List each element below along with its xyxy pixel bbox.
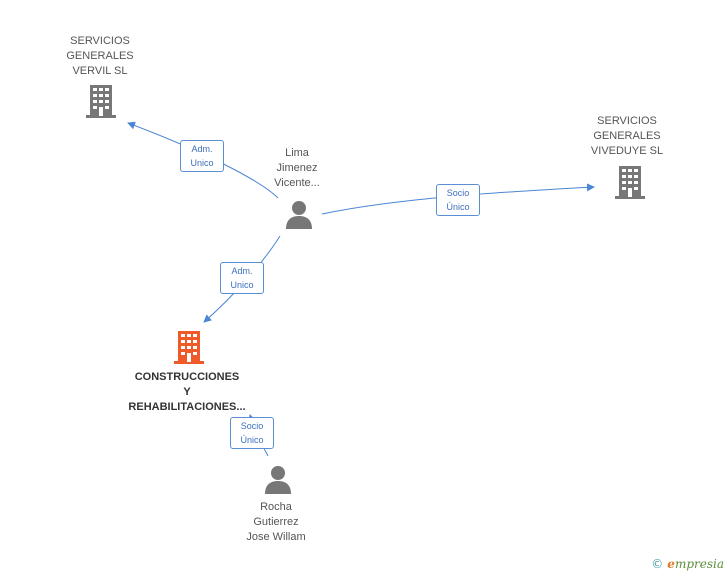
label-line: Jimenez xyxy=(276,162,318,174)
edge-label-lima-construcciones[interactable]: Adm. Unico xyxy=(220,262,264,294)
label-line: VIVEDUYE SL xyxy=(590,145,664,157)
label-line: Lima xyxy=(285,147,309,159)
edge-label-line: Socio xyxy=(446,188,470,198)
empresia-watermark: ©empresia xyxy=(651,557,724,571)
label-line: SERVICIOS xyxy=(70,35,130,47)
company-label-viveduye[interactable]: SERVICIOS GENERALES VIVEDUYE SL xyxy=(587,114,667,159)
edge-label-line: Unico xyxy=(230,280,254,290)
edge-label-line: Adm. xyxy=(231,266,253,276)
building-icon[interactable] xyxy=(86,85,116,118)
edge-label-line: Único xyxy=(446,202,470,212)
company-label-vervil[interactable]: SERVICIOS GENERALES VERVIL SL xyxy=(60,34,140,79)
edge-label-line: Adm. xyxy=(191,144,213,154)
person-label-lima[interactable]: Lima Jimenez Vicente... xyxy=(257,146,337,191)
label-line: Rocha xyxy=(260,501,292,513)
label-line: Y xyxy=(183,386,191,398)
edge-label-line: Unico xyxy=(190,158,214,168)
edge-label-lima-vervil[interactable]: Adm. Unico xyxy=(180,140,224,172)
person-label-rocha[interactable]: Rocha Gutierrez Jose Willam xyxy=(236,500,316,545)
label-line: SERVICIOS xyxy=(597,115,657,127)
edge-label-rocha-construcciones[interactable]: Socio Único xyxy=(230,417,274,449)
copyright-symbol: © xyxy=(651,557,664,571)
edge-label-line: Socio xyxy=(240,421,264,431)
person-icon[interactable] xyxy=(286,201,312,229)
person-icon[interactable] xyxy=(265,466,291,494)
edge-label-line: Único xyxy=(240,435,264,445)
building-icon[interactable] xyxy=(615,166,645,199)
edge-label-lima-viveduye[interactable]: Socio Único xyxy=(436,184,480,216)
label-line: CONSTRUCCIONES xyxy=(134,371,240,383)
company-label-construcciones[interactable]: CONSTRUCCIONES Y REHABILITACIONES... xyxy=(117,370,257,415)
label-line: Vicente... xyxy=(274,177,320,189)
label-line: Gutierrez xyxy=(253,516,299,528)
main-building-icon[interactable] xyxy=(174,331,204,364)
label-line: GENERALES xyxy=(66,50,134,62)
label-line: GENERALES xyxy=(593,130,661,142)
label-line: VERVIL SL xyxy=(72,65,128,77)
brand-initial: e xyxy=(667,557,675,571)
brand-name: mpresia xyxy=(674,557,724,571)
label-line: Jose Willam xyxy=(246,531,306,543)
label-line: REHABILITACIONES... xyxy=(128,401,246,413)
